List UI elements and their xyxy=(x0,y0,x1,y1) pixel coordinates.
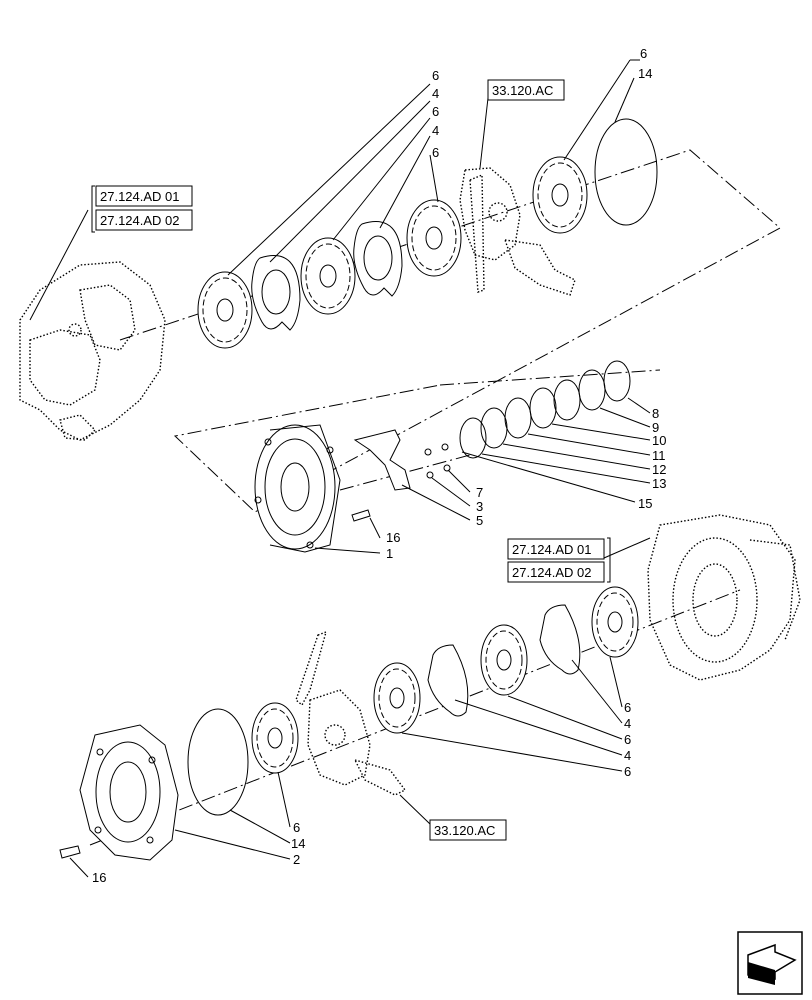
reference-link-axle-2: 27.124.AD 02 xyxy=(100,213,180,228)
callout-label: 9 xyxy=(652,420,659,435)
brake-housing xyxy=(254,424,341,553)
friction-disc-bottom-1 xyxy=(591,586,639,658)
seal-rings xyxy=(459,360,631,459)
callout-label: 2 xyxy=(293,852,300,867)
callout-label: 6 xyxy=(624,764,631,779)
steel-plate-bottom-1 xyxy=(539,604,581,675)
callout-label: 5 xyxy=(476,513,483,528)
brake-lever xyxy=(353,429,411,491)
reference-link-brake: 33.120.AC xyxy=(492,83,553,98)
callout-label: 1 xyxy=(386,546,393,561)
o-ring-top xyxy=(594,118,658,226)
pin-bolt-16-lower xyxy=(59,845,81,859)
friction-disc-bottom-2 xyxy=(480,624,528,696)
callout-label: 6 xyxy=(624,732,631,747)
friction-disc-bottom-3 xyxy=(373,662,421,734)
friction-disc-bottom-4 xyxy=(251,702,299,774)
axle-housing-right xyxy=(647,514,801,681)
callouts-top-stack: 6 4 6 4 6 xyxy=(432,68,439,160)
callouts-housing: 7 3 5 16 1 xyxy=(386,485,483,561)
callout-label: 11 xyxy=(652,448,666,463)
callout-label: 14 xyxy=(291,836,305,851)
next-page-arrow-icon[interactable] xyxy=(737,931,803,995)
callout-label: 16 xyxy=(92,870,106,885)
leaders-top xyxy=(29,59,640,321)
upper-assembly-boundary xyxy=(119,149,781,513)
steel-plate-bottom-2 xyxy=(427,644,469,717)
callout-label: 6 xyxy=(624,700,631,715)
callout-label: 6 xyxy=(432,68,439,83)
callout-label: 12 xyxy=(652,462,666,477)
reference-brake-bottom[interactable]: 33.120.AC xyxy=(429,819,507,841)
callouts-bottom-left: 6 14 2 16 xyxy=(92,820,305,885)
leaders-rings xyxy=(314,397,651,554)
reference-link-axle-1: 27.124.AD 01 xyxy=(100,189,180,204)
callout-label: 6 xyxy=(293,820,300,835)
callout-label: 4 xyxy=(432,123,439,138)
pin-bolt-16-upper xyxy=(351,509,371,522)
friction-disc-top-4 xyxy=(532,156,588,234)
ring-centerline xyxy=(439,369,661,386)
callouts-rings: 8 9 10 11 12 13 15 xyxy=(638,406,666,511)
callout-label: 4 xyxy=(624,716,631,731)
callout-label: 10 xyxy=(652,433,666,448)
reference-link-axle-2: 27.124.AD 02 xyxy=(512,565,592,580)
brake-piston-top xyxy=(459,167,576,296)
reference-axle-top[interactable]: 27.124.AD 01 27.124.AD 02 xyxy=(91,185,193,233)
callout-label: 6 xyxy=(432,145,439,160)
callout-label: 6 xyxy=(432,104,439,119)
callout-label: 8 xyxy=(652,406,659,421)
friction-disc-top-2 xyxy=(300,237,356,315)
callout-label: 14 xyxy=(638,66,652,81)
brake-piston-bottom xyxy=(295,630,407,796)
axle-housing-top xyxy=(19,261,166,441)
steel-plate-top-2 xyxy=(353,221,403,297)
reference-brake-top[interactable]: 33.120.AC xyxy=(487,79,565,101)
callout-label: 4 xyxy=(624,748,631,763)
callout-label: 13 xyxy=(652,476,666,491)
callout-label: 3 xyxy=(476,499,483,514)
small-parts-3-7 xyxy=(424,443,451,479)
o-ring-bottom xyxy=(187,708,249,816)
leaders-bottom xyxy=(69,537,651,878)
callout-label: 4 xyxy=(432,86,439,101)
callout-label: 6 xyxy=(640,46,647,61)
reference-link-axle-1: 27.124.AD 01 xyxy=(512,542,592,557)
friction-disc-top-1 xyxy=(197,271,253,349)
callout-label: 16 xyxy=(386,530,400,545)
callout-label: 7 xyxy=(476,485,483,500)
reference-link-brake: 33.120.AC xyxy=(434,823,495,838)
callout-label: 15 xyxy=(638,496,652,511)
brake-cover xyxy=(79,724,179,861)
steel-plate-top-1 xyxy=(251,255,301,331)
callouts-bottom-stack: 6 4 6 4 6 xyxy=(624,700,631,779)
friction-disc-top-3 xyxy=(406,199,462,277)
callouts-top-right: 6 14 xyxy=(638,46,652,81)
reference-axle-right[interactable]: 27.124.AD 01 27.124.AD 02 xyxy=(507,537,611,583)
